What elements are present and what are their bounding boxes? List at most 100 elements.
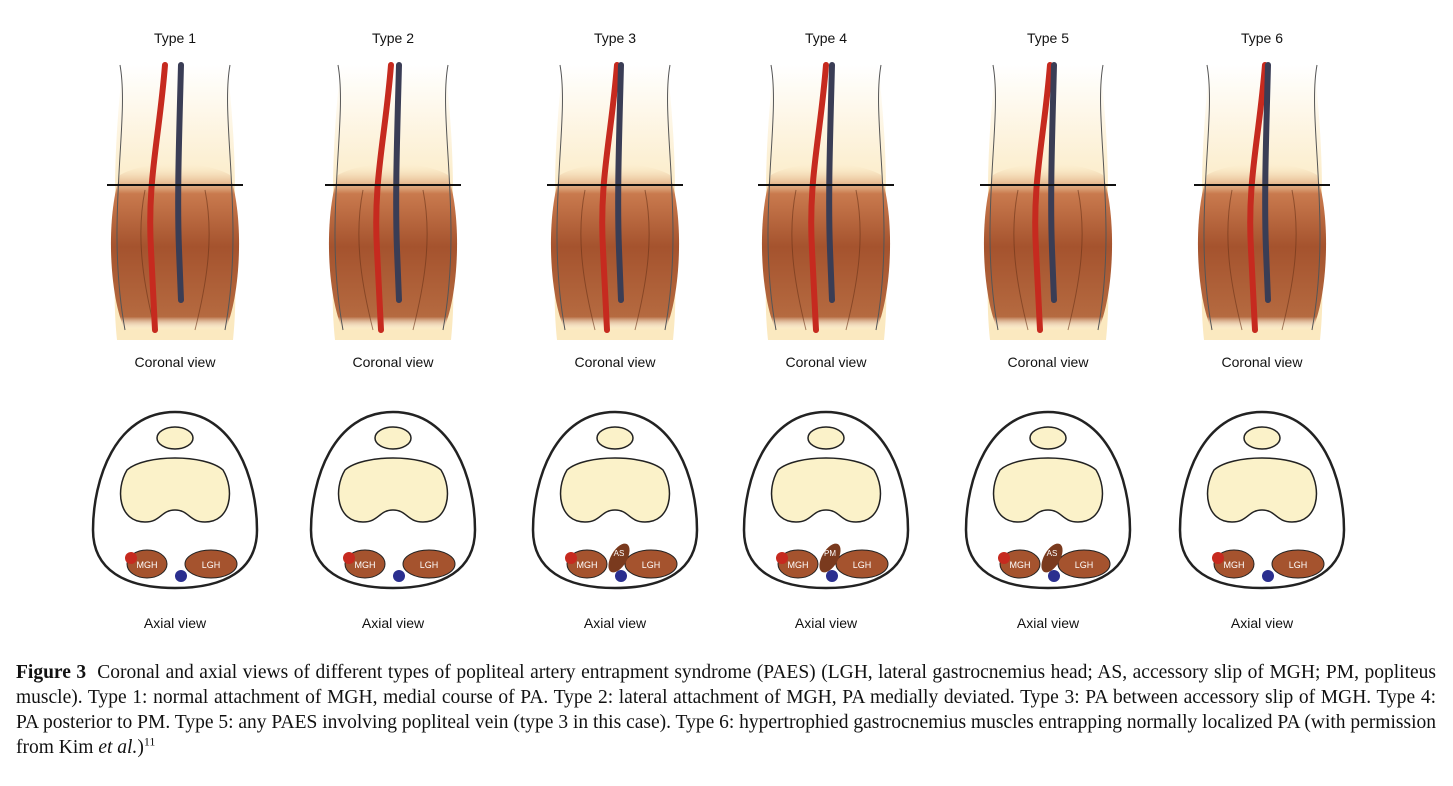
popliteal-artery (599, 62, 620, 333)
axial-view-label: Axial view (1017, 615, 1080, 631)
artery-dot (343, 552, 355, 564)
lgh-tag: LGH (420, 560, 439, 570)
vein-dot (826, 570, 838, 582)
outline-left (116, 64, 126, 331)
axial-illustration: MGH LGH (309, 410, 477, 590)
lgh-tag: LGH (853, 560, 872, 570)
outline-right (1097, 64, 1107, 331)
bone-outline (791, 189, 807, 331)
vein-dot (175, 570, 187, 582)
type-label: Type 1 (154, 30, 196, 46)
bone-outline (1227, 189, 1243, 331)
accessory-tag: AS (614, 549, 625, 558)
artery-dot (565, 552, 577, 564)
axial-view-label: Axial view (584, 615, 647, 631)
caption-et-al: et al. (98, 737, 138, 758)
femur (1206, 457, 1318, 523)
outline-left (334, 64, 344, 331)
figure-caption: Figure 3 Coronal and axial views of diff… (16, 660, 1436, 760)
vein-dot (393, 570, 405, 582)
lgh-tag: LGH (1289, 560, 1308, 570)
coronal-illustration (547, 62, 683, 340)
lgh-tag: LGH (202, 560, 221, 570)
popliteal-vein (1048, 62, 1057, 303)
outline-left (556, 64, 566, 331)
bone-outline (845, 189, 861, 331)
popliteal-vein (393, 62, 402, 303)
popliteal-vein (175, 62, 184, 303)
caption-close: ) (137, 737, 144, 758)
gastrocnemius-muscle (1197, 163, 1327, 330)
coronal-illustration (1194, 62, 1330, 340)
patella (374, 426, 412, 450)
patella (596, 426, 634, 450)
popliteal-artery (373, 62, 394, 333)
mgh-tag: MGH (355, 560, 376, 570)
type-label: Type 6 (1241, 30, 1283, 46)
axial-illustration: MGH LGH (1178, 410, 1346, 590)
mgh-muscle (777, 549, 819, 579)
bone-outline (358, 189, 374, 331)
type-label: Type 5 (1027, 30, 1069, 46)
patella (807, 426, 845, 450)
lgh-muscle (1057, 549, 1111, 579)
artery-dot (776, 552, 788, 564)
artery-dot (1212, 552, 1224, 564)
axial-view-label: Axial view (144, 615, 207, 631)
mgh-tag: MGH (1010, 560, 1031, 570)
popliteal-vein (826, 62, 835, 303)
accessory-tag: PM (824, 549, 836, 558)
patella (1029, 426, 1067, 450)
lgh-muscle (184, 549, 238, 579)
accessory-muscle (608, 543, 630, 573)
axial-view-label: Axial view (1231, 615, 1294, 631)
caption-text: Coronal and axial views of different typ… (16, 662, 1436, 758)
popliteal-artery (1247, 62, 1268, 333)
coronal-illustration (325, 62, 461, 340)
gastrocnemius-muscle (983, 163, 1113, 330)
femur (992, 457, 1104, 523)
accessory-tag: AS (1047, 549, 1058, 558)
popliteal-artery (808, 62, 829, 333)
artery-dot (125, 552, 137, 564)
coronal-illustration (758, 62, 894, 340)
lgh-muscle (624, 549, 678, 579)
bone-outline (580, 189, 596, 331)
popliteal-artery (147, 62, 168, 333)
gastrocnemius-muscle (550, 163, 680, 330)
bone-outline (1013, 189, 1029, 331)
artery-dot (998, 552, 1010, 564)
coronal-view-label: Coronal view (353, 354, 435, 370)
figure-label: Figure 3 (16, 662, 87, 683)
bone-outline (634, 189, 650, 331)
coronal-view-label: Coronal view (575, 354, 657, 370)
lgh-muscle (835, 549, 889, 579)
mgh-tag: MGH (1224, 560, 1245, 570)
mgh-muscle (999, 549, 1041, 579)
outline-right (224, 64, 234, 331)
mgh-muscle (1213, 549, 1255, 579)
bone-outline (1281, 189, 1297, 331)
mgh-tag: MGH (788, 560, 809, 570)
patella (1243, 426, 1281, 450)
gastrocnemius-muscle (110, 163, 240, 330)
outline-right (1311, 64, 1321, 331)
mgh-muscle (344, 549, 386, 579)
vein-dot (615, 570, 627, 582)
lgh-tag: LGH (1075, 560, 1094, 570)
outline-left (989, 64, 999, 331)
type-label: Type 4 (805, 30, 847, 46)
coronal-view-label: Coronal view (1222, 354, 1304, 370)
gastrocnemius-muscle (761, 163, 891, 330)
coronal-illustration (107, 62, 243, 340)
axial-view-label: Axial view (362, 615, 425, 631)
bone-outline (412, 189, 428, 331)
